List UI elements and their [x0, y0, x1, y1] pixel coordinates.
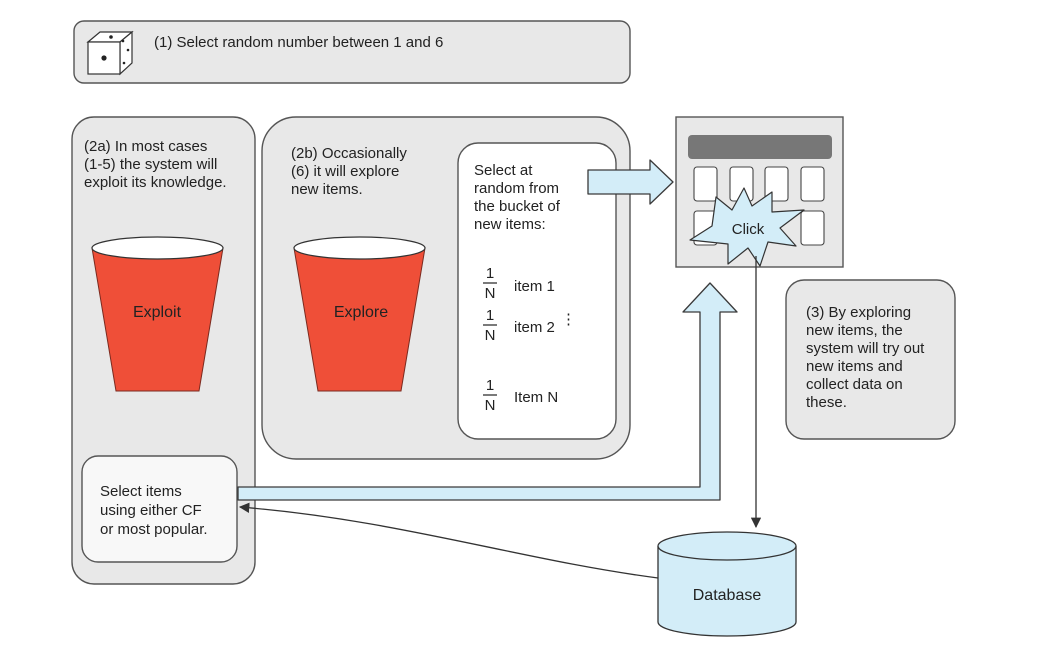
step3-line-6: these. — [806, 394, 847, 411]
random-select-line-4: new items: — [474, 216, 546, 233]
item-label: Item N — [514, 389, 558, 406]
list-item: 1 N item 1 — [483, 265, 555, 302]
step3-line-1: (3) By exploring — [806, 304, 911, 321]
select-items-line-2: using either CF — [100, 502, 202, 519]
select-to-ui-arrow — [237, 282, 738, 501]
click-label: Click — [732, 221, 765, 238]
explore-bucket-icon — [293, 236, 426, 392]
random-select-box: Select at random from the bucket of new … — [457, 142, 617, 440]
click-burst-icon: Click — [689, 187, 805, 267]
dice-icon — [86, 30, 134, 76]
step1-banner: (1) Select random number between 1 and 6 — [73, 20, 631, 84]
fraction-numerator: 1 — [486, 377, 494, 394]
fraction-denominator: N — [485, 327, 496, 344]
explore-text-line-2: (6) it will explore — [291, 163, 399, 180]
fraction-numerator: 1 — [486, 307, 494, 324]
exploit-text-line-2: (1-5) the system will — [84, 156, 217, 173]
exploit-text-line-3: exploit its knowledge. — [84, 174, 227, 191]
step1-text: (1) Select random number between 1 and 6 — [154, 34, 443, 51]
database-to-select-arrow — [238, 502, 659, 579]
database-icon: Database — [657, 531, 797, 637]
select-items-box: Select items using either CF or most pop… — [81, 455, 238, 563]
item-label: item 2 — [514, 319, 555, 336]
explore-text-line-3: new items. — [291, 181, 363, 198]
step3-line-5: collect data on — [806, 376, 903, 393]
random-to-ui-arrow — [587, 159, 674, 205]
fraction-denominator: N — [485, 285, 496, 302]
database-label: Database — [693, 587, 762, 604]
explore-bucket-label: Explore — [334, 304, 388, 321]
select-items-line-3: or most popular. — [100, 521, 208, 538]
exploit-bucket-icon — [91, 236, 224, 392]
explore-text-line-1: (2b) Occasionally — [291, 145, 407, 162]
random-select-line-3: the bucket of — [474, 198, 561, 215]
random-select-line-2: random from — [474, 180, 559, 197]
random-select-line-1: Select at — [474, 162, 533, 179]
exploit-text-line-1: (2a) In most cases — [84, 138, 207, 155]
select-items-line-1: Select items — [100, 483, 182, 500]
list-item: 1 N item 2 ⋮ — [483, 307, 576, 344]
exploit-bucket-label: Exploit — [133, 304, 182, 321]
step3-line-2: new items, the — [806, 322, 903, 339]
fraction-denominator: N — [485, 397, 496, 414]
ellipsis-mark: ⋮ — [561, 311, 576, 328]
step3-line-4: new items and — [806, 358, 903, 375]
item-label: item 1 — [514, 278, 555, 295]
step3-line-3: system will try out — [806, 340, 925, 357]
list-item: 1 N Item N — [483, 377, 558, 414]
fraction-numerator: 1 — [486, 265, 494, 282]
step3-box: (3) By exploring new items, the system w… — [785, 279, 956, 440]
